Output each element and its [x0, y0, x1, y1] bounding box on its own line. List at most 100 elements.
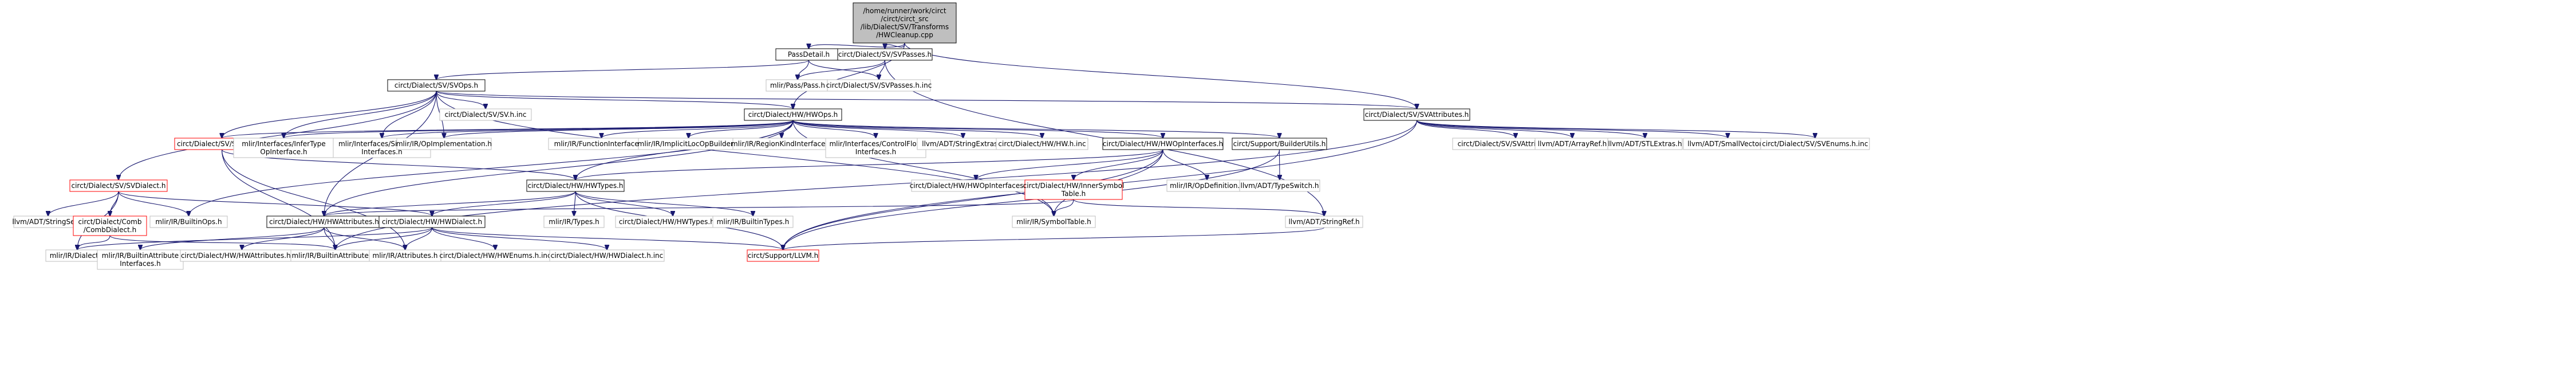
edges-layer	[48, 42, 1816, 250]
node-innersym-box	[1024, 179, 1123, 200]
node-mlirdialect: mlir/IR/Dialect.h	[45, 249, 109, 262]
node-svenumsinc-label: circt/Dialect/SV/SVEnums.h.inc	[1762, 140, 1868, 148]
node-typeswitch: llvm/ADT/TypeSwitch.h	[1239, 179, 1320, 192]
edge-hwattributes-to-mlirattrs	[324, 227, 405, 250]
edge-hwops-to-builderutils	[792, 120, 1280, 138]
node-builtintypes-label: mlir/IR/BuiltinTypes.h	[717, 218, 790, 226]
edge-hwops-to-svtypes	[222, 120, 794, 138]
edge-svops-to-infertype	[284, 91, 437, 138]
node-llvmh[interactable]: circt/Support/LLVM.h	[747, 249, 819, 262]
node-passdetail-label: PassDetail.h	[788, 50, 830, 58]
node-impllocop-label: mlir/IR/ImplicitLocOpBuilder.h	[638, 140, 740, 148]
node-controlflow-label: mlir/Interfaces/ControlFlow	[829, 140, 922, 148]
node-opdef-label: mlir/IR/OpDefinition.h	[1170, 182, 1244, 190]
node-builtinops: mlir/IR/BuiltinOps.h	[149, 216, 228, 228]
node-impllocop: mlir/IR/ImplicitLocOpBuilder.h	[638, 138, 740, 150]
node-builtintypes-box	[712, 216, 794, 228]
node-hwhinc: circt/Dialect/HW/HW.h.inc	[996, 138, 1088, 150]
node-builtinops-label: mlir/IR/BuiltinOps.h	[155, 218, 222, 226]
node-hwattrinc: circt/Dialect/HW/HWAttributes.h.inc	[180, 249, 304, 262]
node-svinc-label: circt/Dialect/SV/SV.h.inc	[445, 111, 527, 119]
node-hwtypes-box	[526, 179, 625, 192]
node-builtinattrif-box	[97, 249, 184, 270]
node-hwopif-label: circt/Dialect/HW/HWOpInterfaces.h	[1103, 140, 1223, 148]
node-hwhinc-label: circt/Dialect/HW/HW.h.inc	[998, 140, 1086, 148]
edge-svdialect-to-builtinops	[118, 191, 189, 216]
edge-hwtypes-to-hwattributes	[324, 191, 576, 216]
node-root-box	[853, 2, 957, 44]
node-mlirattrs-label: mlir/IR/Attributes.h	[373, 252, 438, 260]
edge-innersym-to-symboltable	[1054, 199, 1074, 216]
edge-hwopif-to-hwtypes	[575, 149, 1163, 180]
edge-hwops-to-impllocop	[689, 120, 794, 138]
node-hwopif[interactable]: circt/Dialect/HW/HWOpInterfaces.h	[1102, 138, 1224, 150]
node-svpasses-label: circt/Dialect/SV/SVPasses.h	[838, 50, 932, 58]
edge-svattributes-to-smallvector	[1416, 120, 1728, 138]
node-sideeffect-label: Interfaces.h	[361, 148, 402, 156]
node-builderutils-box	[1232, 138, 1327, 150]
edge-hwattributes-to-builtinattrif	[140, 227, 325, 250]
node-hwattributes-label: circt/Dialect/HW/HWAttributes.h	[269, 218, 379, 226]
node-hwops[interactable]: circt/Dialect/HW/HWOps.h	[744, 108, 842, 121]
node-mlirtypes-label: mlir/IR/Types.h	[549, 218, 599, 226]
node-builtinattrs: mlir/IR/BuiltinAttributes.h	[290, 249, 380, 262]
node-hwattributes[interactable]: circt/Dialect/HW/HWAttributes.h	[266, 216, 382, 228]
edge-hwops-to-infertype	[284, 120, 794, 138]
node-hwopif-box	[1102, 138, 1224, 150]
node-hwdialectinc-box	[549, 249, 665, 262]
edge-hwopif-to-innersym	[1074, 149, 1163, 180]
node-root-label: /HWCleanup.cpp	[876, 31, 933, 39]
node-svdialect[interactable]: circt/Dialect/SV/SVDialect.h	[69, 179, 168, 192]
edge-hwopif-to-llvmh	[783, 149, 1163, 250]
node-svattributes-label: circt/Dialect/SV/SVAttributes.h	[1365, 111, 1469, 119]
node-hwenumsinc-label: circt/Dialect/HW/HWEnums.h.inc	[439, 252, 551, 260]
edge-hwdialect-to-hwdialectinc	[431, 227, 607, 250]
node-funcif: mlir/IR/FunctionInterfaces.h	[548, 138, 655, 150]
edge-svops-to-hwops	[436, 91, 793, 109]
node-mlirtypes-box	[543, 216, 605, 228]
node-regionkind-label: mlir/IR/RegionKindInterface.h	[731, 140, 832, 148]
node-hwtypesinc-label: circt/Dialect/HW/HWTypes.h.inc	[619, 218, 727, 226]
node-passdetail[interactable]: PassDetail.h	[775, 48, 842, 61]
node-funcif-label: mlir/IR/FunctionInterfaces.h	[554, 140, 649, 148]
node-svpasses[interactable]: circt/Dialect/SV/SVPasses.h	[837, 48, 933, 61]
node-stlextras-box	[1607, 138, 1683, 150]
node-svattributes[interactable]: circt/Dialect/SV/SVAttributes.h	[1363, 108, 1470, 121]
node-symboltable-label: mlir/IR/SymbolTable.h	[1016, 218, 1091, 226]
edge-root-to-passdetail	[809, 42, 905, 49]
node-hwdialect[interactable]: circt/Dialect/HW/HWDialect.h	[378, 216, 486, 228]
edge-hwdialect-to-mlirattrs	[405, 227, 433, 250]
node-builtinattrs-label: mlir/IR/BuiltinAttributes.h	[291, 252, 378, 260]
node-builtinattrif-label: mlir/IR/BuiltinAttribute	[102, 252, 179, 260]
node-hwtypes[interactable]: circt/Dialect/HW/HWTypes.h	[526, 179, 625, 192]
edge-svattributes-to-svenumsinc	[1416, 120, 1816, 138]
node-mlirpass-label: mlir/Pass/Pass.h	[770, 81, 825, 89]
node-stringref-box	[1285, 216, 1363, 228]
edge-hwtypes-to-mlirtypes	[574, 191, 576, 216]
node-svdialect-label: circt/Dialect/SV/SVDialect.h	[72, 182, 166, 190]
node-combdialect[interactable]: circt/Dialect/Comb/CombDialect.h	[73, 216, 147, 236]
node-hwops-box	[744, 108, 842, 121]
node-svops[interactable]: circt/Dialect/SV/SVOps.h	[387, 79, 486, 92]
node-builtintypes: mlir/IR/BuiltinTypes.h	[712, 216, 794, 228]
edge-svdialect-to-hwdialect	[118, 191, 432, 216]
node-stringref-label: llvm/ADT/StringRef.h	[1288, 218, 1359, 226]
node-llvmh-label: circt/Support/LLVM.h	[748, 252, 818, 260]
node-builderutils[interactable]: circt/Support/BuilderUtils.h	[1232, 138, 1327, 150]
edge-hwdialect-to-llvmh	[431, 227, 783, 250]
node-mlirdialect-label: mlir/IR/Dialect.h	[50, 252, 105, 260]
edge-hwattributes-to-hwattrinc	[242, 227, 325, 250]
node-svdialect-box	[69, 179, 168, 192]
edge-svattributes-to-stlextras	[1416, 120, 1646, 138]
node-stringref: llvm/ADT/StringRef.h	[1285, 216, 1363, 228]
node-root-label: /circt/circt_src	[881, 15, 928, 23]
edge-hwops-to-hwattributes	[324, 120, 794, 216]
node-opimpl-label: mlir/IR/OpImplementation.h	[396, 140, 492, 148]
edge-passdetail-to-svops	[436, 60, 810, 80]
node-root[interactable]: /home/runner/work/circt/circt/circt_src/…	[853, 2, 957, 44]
